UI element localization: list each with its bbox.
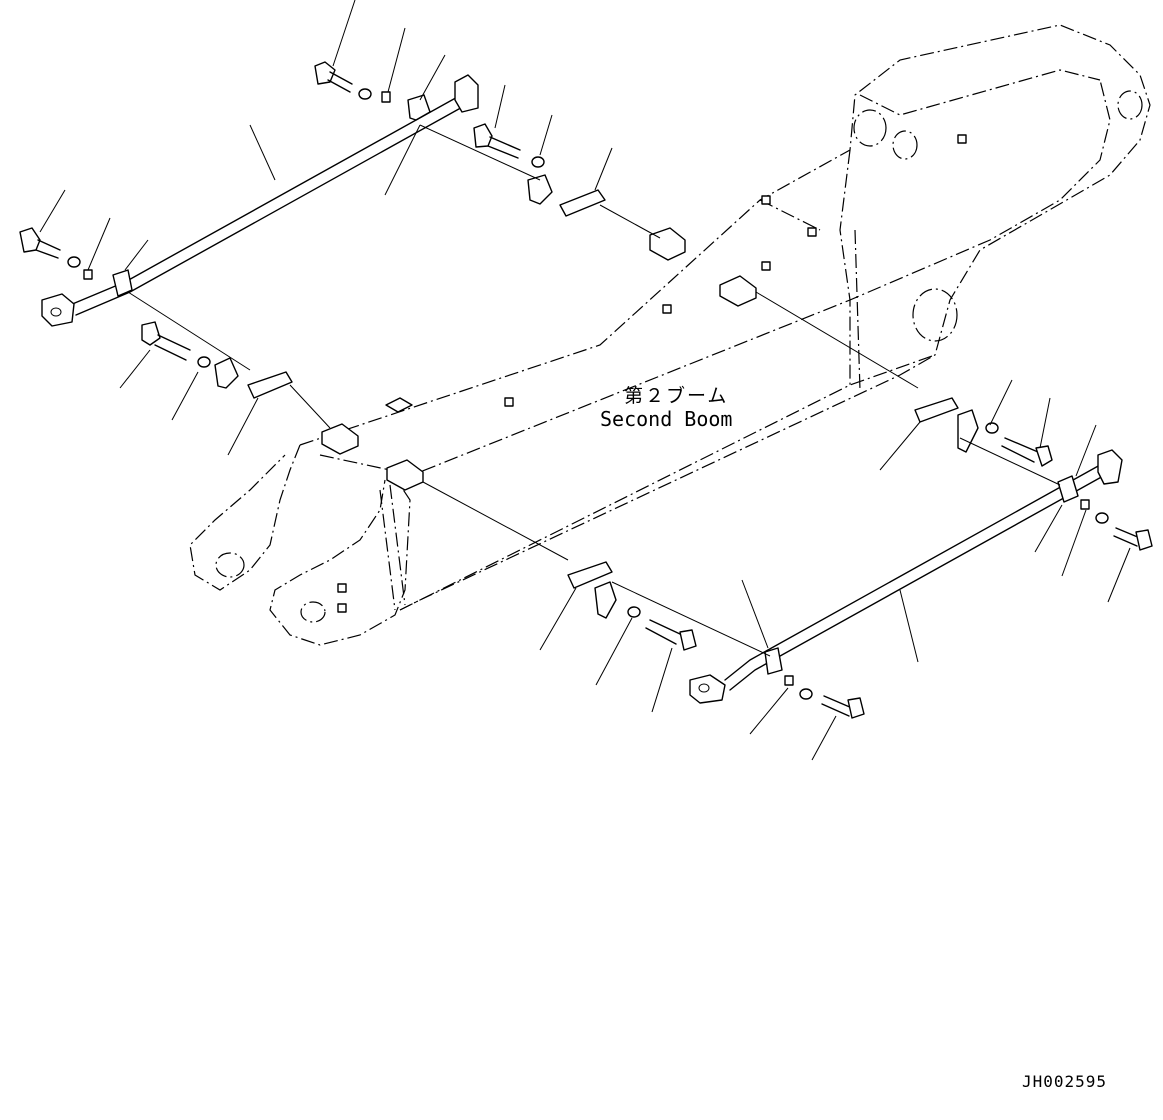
component-name-japanese: 第２ブーム bbox=[624, 385, 729, 407]
lower-pipe bbox=[689, 449, 1123, 704]
second-boom-outline bbox=[189, 24, 1151, 646]
mounting-blocks bbox=[321, 134, 967, 613]
assembly-lines bbox=[127, 124, 1061, 657]
drawing-number: JH002595 bbox=[1022, 1072, 1108, 1091]
upper-pipe bbox=[41, 74, 479, 327]
leader-lines bbox=[39, 0, 1131, 761]
fasteners bbox=[19, 61, 1153, 719]
component-name-english: Second Boom bbox=[600, 407, 733, 431]
